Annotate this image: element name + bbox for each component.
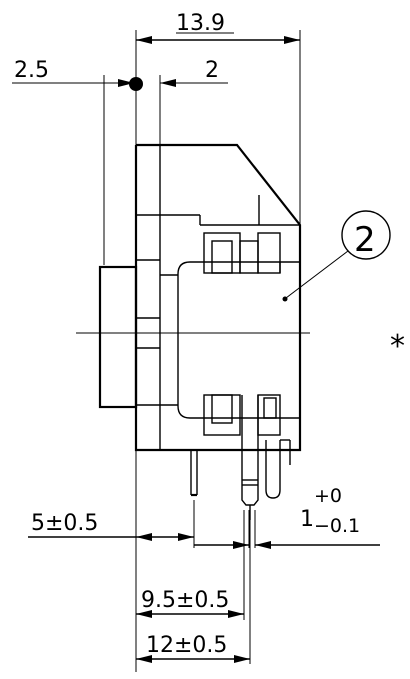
dimension-13-9: 13.9 (135, 11, 301, 225)
dimension-pin-gap (194, 541, 380, 549)
dim-label-2: 2 (205, 58, 219, 83)
tol-lower: −0.1 (314, 515, 360, 537)
dim-label-2-5: 2.5 (14, 58, 49, 83)
bottom-extension-lines (135, 450, 256, 672)
dimension-5: 5±0.5 (28, 511, 194, 541)
dim-label-12: 12±0.5 (146, 633, 227, 658)
callout-balloon: 2 (282, 210, 391, 302)
dimension-9-5: 9.5±0.5 (136, 588, 244, 618)
tol-upper: +0 (314, 485, 342, 507)
dimension-2-5: 2.5 (12, 58, 134, 265)
dimension-tolerance: 1 +0 −0.1 (300, 485, 360, 537)
connector-body (98, 143, 302, 452)
pins (190, 395, 291, 520)
tol-nominal: 1 (300, 507, 314, 532)
dimension-12: 12±0.5 (136, 633, 250, 663)
dim-label-5: 5±0.5 (31, 511, 98, 536)
asterisk-mark: * (390, 329, 405, 364)
dim-label-13-9: 13.9 (176, 11, 225, 36)
origin-dot (129, 77, 143, 91)
dimension-2: 2 (159, 58, 228, 215)
dim-label-9-5: 9.5±0.5 (141, 588, 229, 613)
balloon-number: 2 (354, 220, 376, 260)
